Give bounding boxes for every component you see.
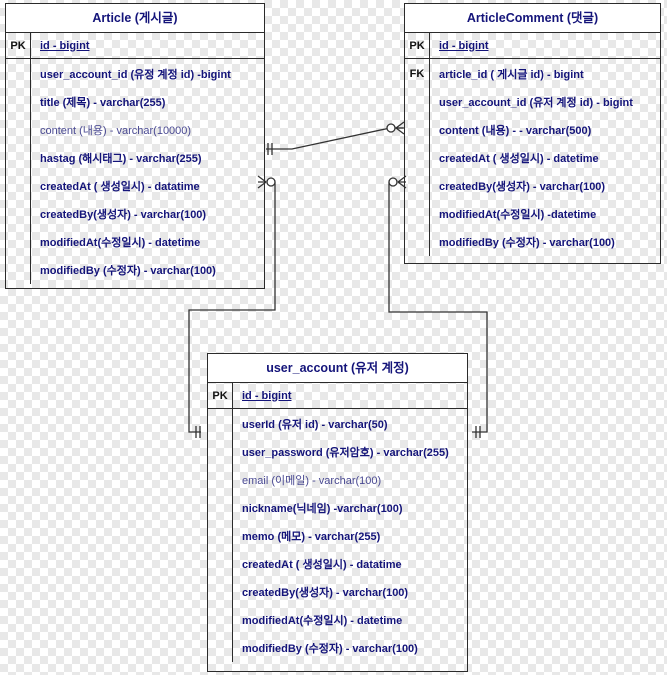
key-badge <box>405 172 430 200</box>
table-row[interactable]: PK id - bigint <box>6 33 264 59</box>
relationship-article-to-comment <box>266 121 405 155</box>
field-name: modifiedBy (수정자) - varchar(100) <box>439 237 615 249</box>
key-badge <box>208 466 233 494</box>
key-badge <box>405 144 430 172</box>
field-name: user_account_id (유저 계정 id) - bigint <box>439 97 633 109</box>
key-badge-pk: PK <box>208 383 233 408</box>
table-row[interactable]: modifiedAt(수정일시) - datetime <box>208 606 467 634</box>
field-name: email (이메일) - varchar(100) <box>242 475 382 487</box>
field-name: createdAt ( 생성일시) - datetime <box>439 153 599 165</box>
field-name: createdAt ( 생성일시) - datatime <box>242 559 402 571</box>
field-name: user_account_id (유정 계정 id) -bigint <box>40 68 231 81</box>
field-name: nickname(닉네임) -varchar(100) <box>242 503 403 515</box>
table-row[interactable]: createdAt ( 생성일시) - datatime <box>6 172 264 200</box>
field-name: id - bigint <box>439 39 489 52</box>
key-badge <box>405 116 430 144</box>
table-row[interactable]: user_account_id (유정 계정 id) -bigint <box>6 59 264 88</box>
table-row[interactable]: user_account_id (유저 계정 id) - bigint <box>405 88 660 116</box>
key-badge-fk: FK <box>405 59 430 88</box>
field-name: createdAt ( 생성일시) - datatime <box>40 181 200 193</box>
key-badge <box>208 550 233 578</box>
key-badge <box>208 438 233 466</box>
key-badge <box>208 634 233 662</box>
table-row[interactable]: user_password (유저암호) - varchar(255) <box>208 438 467 466</box>
table-row[interactable]: modifiedAt(수정일시) - datetime <box>6 228 264 256</box>
key-badge <box>6 228 31 256</box>
key-badge <box>6 59 31 88</box>
field-name: content (내용) - varchar(10000) <box>40 125 192 137</box>
table-row[interactable]: modifiedAt(수정일시) -datetime <box>405 200 660 228</box>
entity-table-article[interactable]: Article (게시글) PK id - bigint user_accoun… <box>5 3 265 289</box>
field-name: createdBy(생성자) - varchar(100) <box>439 181 606 193</box>
field-name: userId (유저 id) - varchar(50) <box>242 418 388 431</box>
key-badge <box>6 88 31 116</box>
field-name: modifiedBy (수정자) - varchar(100) <box>40 265 216 277</box>
field-name: id - bigint <box>40 39 90 52</box>
key-badge <box>6 116 31 144</box>
table-row[interactable]: title (제목) - varchar(255) <box>6 88 264 116</box>
entity-title-article: Article (게시글) <box>6 4 264 33</box>
table-row[interactable]: hastag (해시태그) - varchar(255) <box>6 144 264 172</box>
field-name: createdBy(생성자) - varchar(100) <box>242 587 409 599</box>
field-name: modifiedBy (수정자) - varchar(100) <box>242 643 418 655</box>
key-badge <box>6 200 31 228</box>
field-name: createdBy(생성자) - varchar(100) <box>40 209 207 221</box>
table-row[interactable]: content (내용) - - varchar(500) <box>405 116 660 144</box>
table-row[interactable]: memo (메모) - varchar(255) <box>208 522 467 550</box>
field-name: id - bigint <box>242 389 292 402</box>
field-name: modifiedAt(수정일시) -datetime <box>439 209 597 221</box>
entity-title-user-account: user_account (유저 계정) <box>208 354 467 383</box>
field-name: title (제목) - varchar(255) <box>40 97 166 109</box>
table-row[interactable]: email (이메일) - varchar(100) <box>208 466 467 494</box>
table-row[interactable]: nickname(닉네임) -varchar(100) <box>208 494 467 522</box>
table-row[interactable]: createdAt ( 생성일시) - datatime <box>208 550 467 578</box>
table-row[interactable]: PK id - bigint <box>208 383 467 409</box>
field-name: article_id ( 게시글 id) - bigint <box>439 68 584 81</box>
entity-title-articlecomment: ArticleComment (댓글) <box>405 4 660 33</box>
key-badge <box>208 606 233 634</box>
field-name: modifiedAt(수정일시) - datetime <box>242 615 403 627</box>
field-name: hastag (해시태그) - varchar(255) <box>40 153 202 165</box>
key-badge-pk: PK <box>6 33 31 58</box>
key-badge <box>6 172 31 200</box>
table-row[interactable]: modifiedBy (수정자) - varchar(100) <box>6 256 264 284</box>
table-row[interactable]: createdAt ( 생성일시) - datetime <box>405 144 660 172</box>
field-name: modifiedAt(수정일시) - datetime <box>40 237 201 249</box>
entity-table-articlecomment[interactable]: ArticleComment (댓글) PK id - bigint FK ar… <box>404 3 661 264</box>
key-badge <box>208 522 233 550</box>
key-badge <box>208 578 233 606</box>
table-row[interactable]: modifiedBy (수정자) - varchar(100) <box>405 228 660 256</box>
field-name: content (내용) - - varchar(500) <box>439 125 592 137</box>
table-row[interactable]: content (내용) - varchar(10000) <box>6 116 264 144</box>
table-row[interactable]: FK article_id ( 게시글 id) - bigint <box>405 59 660 88</box>
table-row[interactable]: createdBy(생성자) - varchar(100) <box>6 200 264 228</box>
field-name: memo (메모) - varchar(255) <box>242 531 381 543</box>
table-row[interactable]: createdBy(생성자) - varchar(100) <box>208 578 467 606</box>
key-badge <box>208 409 233 438</box>
table-row[interactable]: createdBy(생성자) - varchar(100) <box>405 172 660 200</box>
table-row[interactable]: PK id - bigint <box>405 33 660 59</box>
relationship-article-to-user <box>188 175 276 438</box>
table-row[interactable]: modifiedBy (수정자) - varchar(100) <box>208 634 467 662</box>
key-badge <box>6 256 31 284</box>
key-badge <box>208 494 233 522</box>
field-name: user_password (유저암호) - varchar(255) <box>242 447 449 459</box>
key-badge-pk: PK <box>405 33 430 58</box>
key-badge <box>405 200 430 228</box>
key-badge <box>405 88 430 116</box>
key-badge <box>6 144 31 172</box>
entity-table-user-account[interactable]: user_account (유저 계정) PK id - bigint user… <box>207 353 468 672</box>
key-badge <box>405 228 430 256</box>
table-row[interactable]: userId (유저 id) - varchar(50) <box>208 409 467 438</box>
